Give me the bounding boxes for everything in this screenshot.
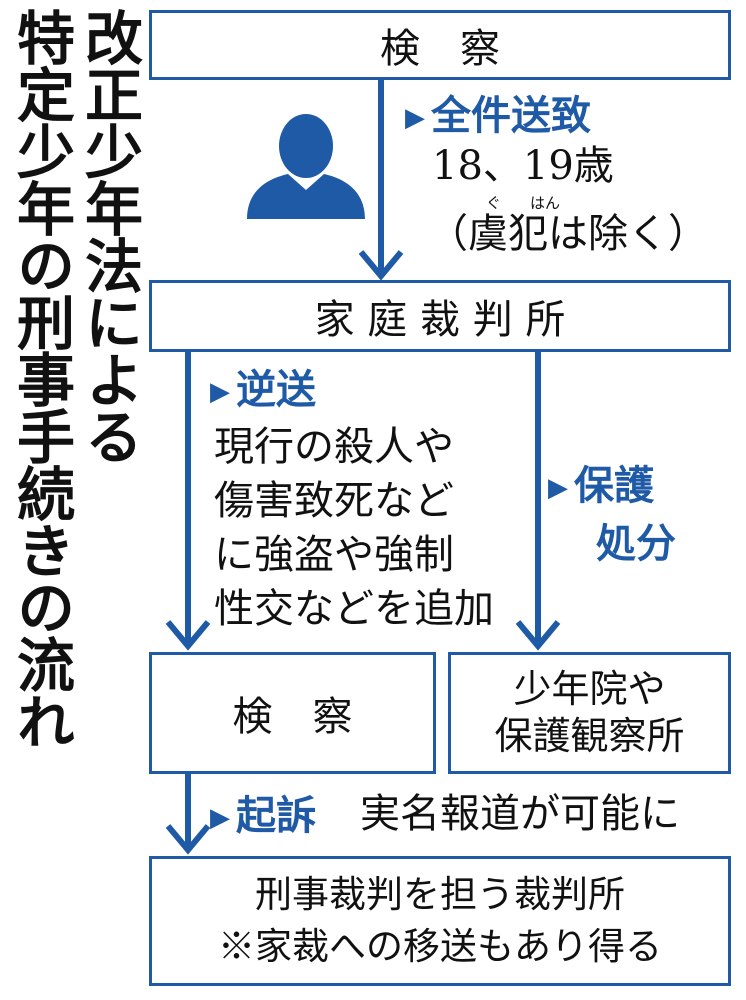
exclusion-text: （虞犯は除く） (428, 211, 708, 257)
reverse-note-line-2: 傷害致死など (214, 478, 454, 524)
reverse-note-line-3: に強盗や強制 (214, 532, 454, 578)
ruby-han: はん (530, 194, 561, 212)
ruby-gu: ぐ (486, 194, 502, 212)
juvenile-facility-line-2: 保護観察所 (494, 714, 685, 758)
arrowhead-court-to-facility (515, 620, 561, 651)
triangle-right-icon: ▶ (210, 803, 230, 833)
arrowhead-prosecutor-to-court (165, 824, 211, 855)
protective-line-2: 処分 (596, 521, 676, 567)
reverse-transfer-note: 現行の殺人や 傷害致死など に強盗や強制 性交などを追加 (214, 420, 494, 636)
title-column-1: 改正少年法による (75, 8, 143, 464)
family-court-box: 家 庭 裁 判 所 (149, 280, 731, 352)
family-court-label: 家 庭 裁 判 所 (314, 297, 566, 343)
reverse-transfer-text: 逆送 (236, 367, 316, 413)
reverse-note-line-4: 性交などを追加 (214, 586, 494, 632)
all-cases-label: ▶全件送致 (405, 96, 591, 136)
arrowhead-top-to-court (358, 250, 404, 281)
criminal-court-line-2: ※家裁への移送もあり得る (218, 925, 662, 968)
triangle-right-icon: ▶ (548, 473, 568, 503)
juvenile-facility-box: 少年院や 保護観察所 (448, 652, 731, 774)
age-text: 18、19歳 (432, 143, 614, 189)
person-silhouette-icon (247, 114, 365, 219)
indictment-label: ▶起訴 (210, 796, 316, 836)
triangle-right-icon: ▶ (210, 377, 230, 407)
arrowhead-court-to-prosecutor (165, 620, 211, 651)
prosecutor-top-box: 検 察 (149, 10, 731, 80)
all-cases-text: 全件送致 (431, 93, 591, 139)
title-column-2: 特定少年の刑事手続きの流れ (7, 8, 75, 749)
protective-disposition-label: ▶保護 処分 (548, 458, 676, 572)
prosecutor-mid-box: 検 察 (149, 652, 436, 774)
protective-line-1: 保護 (574, 463, 654, 509)
criminal-court-line-1: 刑事裁判を担う裁判所 (255, 873, 625, 917)
reverse-transfer-label: ▶逆送 (210, 370, 316, 410)
prosecutor-top-label: 検 察 (380, 26, 500, 72)
triangle-right-icon: ▶ (405, 103, 425, 133)
real-name-text: 実名報道が可能に (360, 791, 680, 837)
juvenile-facility-line-1: 少年院や (513, 666, 666, 711)
indictment-text: 起訴 (236, 793, 316, 839)
prosecutor-mid-label: 検 察 (232, 694, 353, 740)
criminal-court-box: 刑事裁判を担う裁判所 ※家裁への移送もあり得る (149, 856, 731, 986)
reverse-note-line-1: 現行の殺人や (214, 424, 454, 470)
